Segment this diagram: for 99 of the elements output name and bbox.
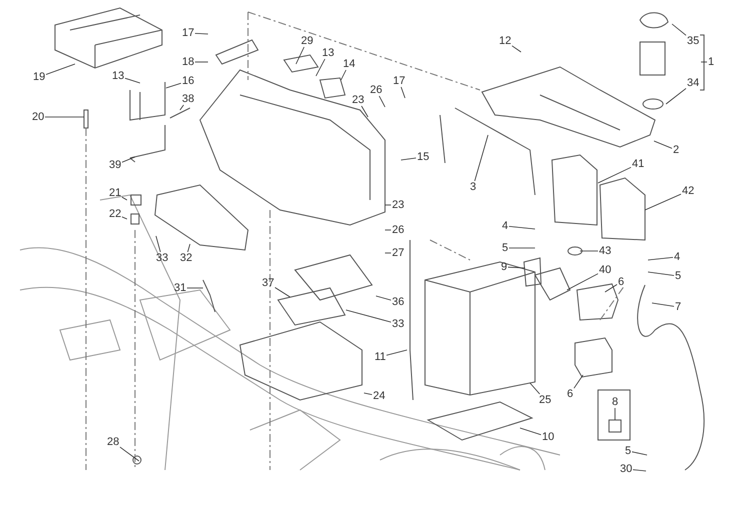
callout-number: 4 (674, 251, 680, 263)
leader-line (672, 24, 686, 36)
leader-line (364, 392, 372, 395)
leader-line (474, 134, 488, 182)
leader-line (648, 257, 674, 260)
callout-number: 1 (708, 56, 714, 68)
callout-number: 22 (109, 208, 122, 220)
callout-number: 23 (392, 199, 404, 211)
callout-number: 28 (107, 436, 120, 448)
leader-line (508, 266, 526, 268)
leader-line (632, 451, 648, 456)
callout-number: 37 (262, 277, 274, 289)
leader-line (120, 446, 140, 462)
callout-number: 10 (542, 431, 554, 443)
leader-line (580, 250, 598, 252)
leader-line (644, 194, 682, 210)
callout-number: 17 (182, 27, 194, 39)
callout-number: 39 (109, 159, 122, 171)
leader-line (340, 70, 346, 80)
leader-line (274, 287, 290, 298)
leader-line (316, 58, 326, 76)
leader-line (44, 116, 84, 118)
callout-number: 11 (374, 351, 386, 363)
callout-number: 42 (682, 185, 694, 197)
callout-number: 34 (687, 77, 700, 89)
callout-number: 33 (156, 252, 168, 264)
leader-line (604, 284, 618, 292)
callout-number: 26 (370, 84, 382, 96)
callout-number: 7 (675, 301, 682, 313)
callout-number: 20 (32, 111, 44, 123)
leader-line (378, 96, 386, 108)
leader-line (598, 166, 632, 184)
leader-line (386, 350, 408, 356)
leader-line (156, 236, 161, 252)
callout-number: 2 (673, 144, 680, 156)
leader-line (122, 156, 136, 163)
leader-line (46, 64, 76, 75)
leader-line (296, 46, 304, 64)
callout-number: 27 (392, 247, 404, 259)
leader-line (574, 374, 584, 389)
leader-line (520, 428, 542, 436)
leader-line (632, 469, 646, 472)
leader-line (194, 33, 208, 34)
callout-number: 35 (687, 35, 700, 47)
callout-number: 6 (618, 276, 624, 288)
callout-number: 17 (393, 75, 406, 87)
callout-number: 24 (373, 390, 386, 402)
leader-line (166, 82, 182, 88)
callout-number: 19 (33, 71, 46, 83)
callout-number: 30 (620, 463, 632, 475)
callout-number: 23 (352, 94, 364, 106)
leader-line (400, 158, 416, 160)
leader-line (666, 88, 686, 104)
leader-line (187, 244, 190, 252)
callout-number: 6 (567, 388, 574, 400)
leader-line (346, 310, 392, 322)
callout-number: 5 (675, 270, 682, 282)
callout-number: 31 (174, 282, 186, 294)
leader-line (376, 296, 392, 300)
callout-number: 15 (417, 151, 430, 163)
callout-number: 38 (182, 93, 194, 105)
callout-number: 13 (322, 47, 334, 59)
leader-line (384, 252, 392, 254)
leader-line (648, 272, 674, 276)
leader-line (652, 302, 674, 307)
callout-number: 12 (499, 35, 512, 47)
callout-number: 26 (392, 224, 404, 236)
callout-number: 5 (625, 445, 632, 457)
callout-number: 9 (501, 261, 508, 273)
callout-number: 8 (612, 396, 618, 408)
callout-number: 29 (301, 35, 314, 47)
leader-line (384, 204, 392, 206)
callout-number: 41 (632, 158, 644, 170)
leader-line (122, 196, 128, 200)
callout-number: 25 (539, 394, 552, 406)
leader-line (508, 226, 536, 230)
callout-number: 21 (109, 187, 122, 199)
callout-number: 3 (470, 181, 476, 193)
leader-line (566, 273, 598, 290)
callout-number: 36 (392, 296, 404, 308)
leader-line (512, 45, 522, 52)
leader-line (180, 104, 184, 110)
leader-line (124, 78, 140, 84)
leader-line (614, 408, 616, 420)
callout-number: 4 (502, 220, 508, 232)
leader-line (654, 140, 672, 149)
callout-number: 14 (343, 58, 356, 70)
callout-number: 33 (392, 318, 404, 330)
leader-line (122, 216, 128, 220)
callout-number: 40 (599, 264, 612, 276)
callout-number: 16 (182, 75, 194, 87)
callout-number: 32 (180, 252, 192, 264)
leader-line (530, 382, 540, 394)
callout-number: 43 (599, 245, 612, 257)
callout-number: 5 (502, 242, 508, 254)
callout-number: 13 (112, 70, 124, 82)
callout-number: 18 (182, 56, 194, 68)
leader-line (400, 86, 406, 98)
leader-line (361, 106, 368, 118)
